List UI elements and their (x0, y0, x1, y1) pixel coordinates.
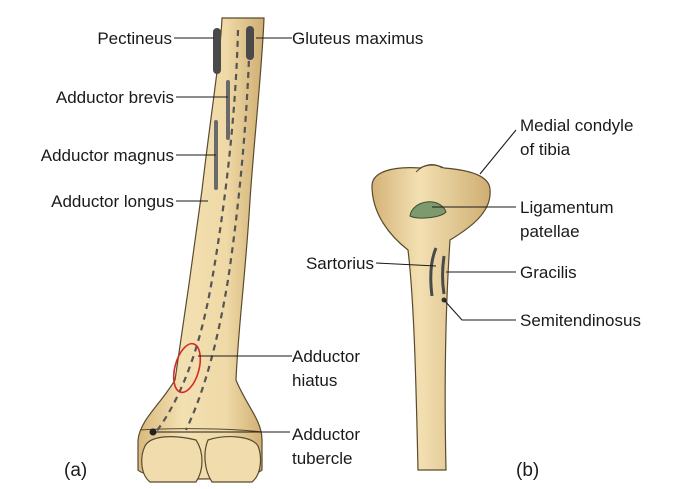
label-adductor-hiatus-1: Adductor (292, 347, 360, 366)
label-medial-condyle-1: Medial condyle (520, 116, 633, 135)
label-medial-condyle-2: of tibia (520, 140, 571, 159)
adductor-brevis-attachment (226, 80, 230, 140)
panel-label-b: (b) (516, 460, 539, 481)
label-sartorius: Sartorius (306, 254, 374, 273)
label-adductor-hiatus-2: hiatus (292, 371, 337, 390)
panel-label-a: (a) (64, 460, 87, 481)
pectineus-attachment (213, 28, 221, 74)
gracilis-attachment (443, 256, 445, 294)
label-adductor-magnus: Adductor magnus (41, 146, 174, 165)
label-adductor-tubercle-1: Adductor (292, 425, 360, 444)
label-adductor-brevis: Adductor brevis (56, 88, 174, 107)
label-adductor-longus: Adductor longus (51, 192, 174, 211)
label-pectineus: Pectineus (97, 29, 172, 48)
femur-lateral-condyle (205, 437, 261, 482)
label-adductor-tubercle-2: tubercle (292, 449, 352, 468)
label-ligamentum-1: Ligamentum (520, 198, 614, 217)
femur-figure: Pectineus Gluteus maximus Adductor brevi… (41, 18, 424, 482)
femur-medial-condyle (142, 437, 202, 482)
label-gracilis: Gracilis (520, 263, 577, 282)
label-gluteus-maximus: Gluteus maximus (292, 29, 423, 48)
label-ligamentum-2: patellae (520, 222, 580, 241)
gluteus-maximus-attachment (246, 26, 254, 60)
label-semitendinosus: Semitendinosus (520, 311, 641, 330)
